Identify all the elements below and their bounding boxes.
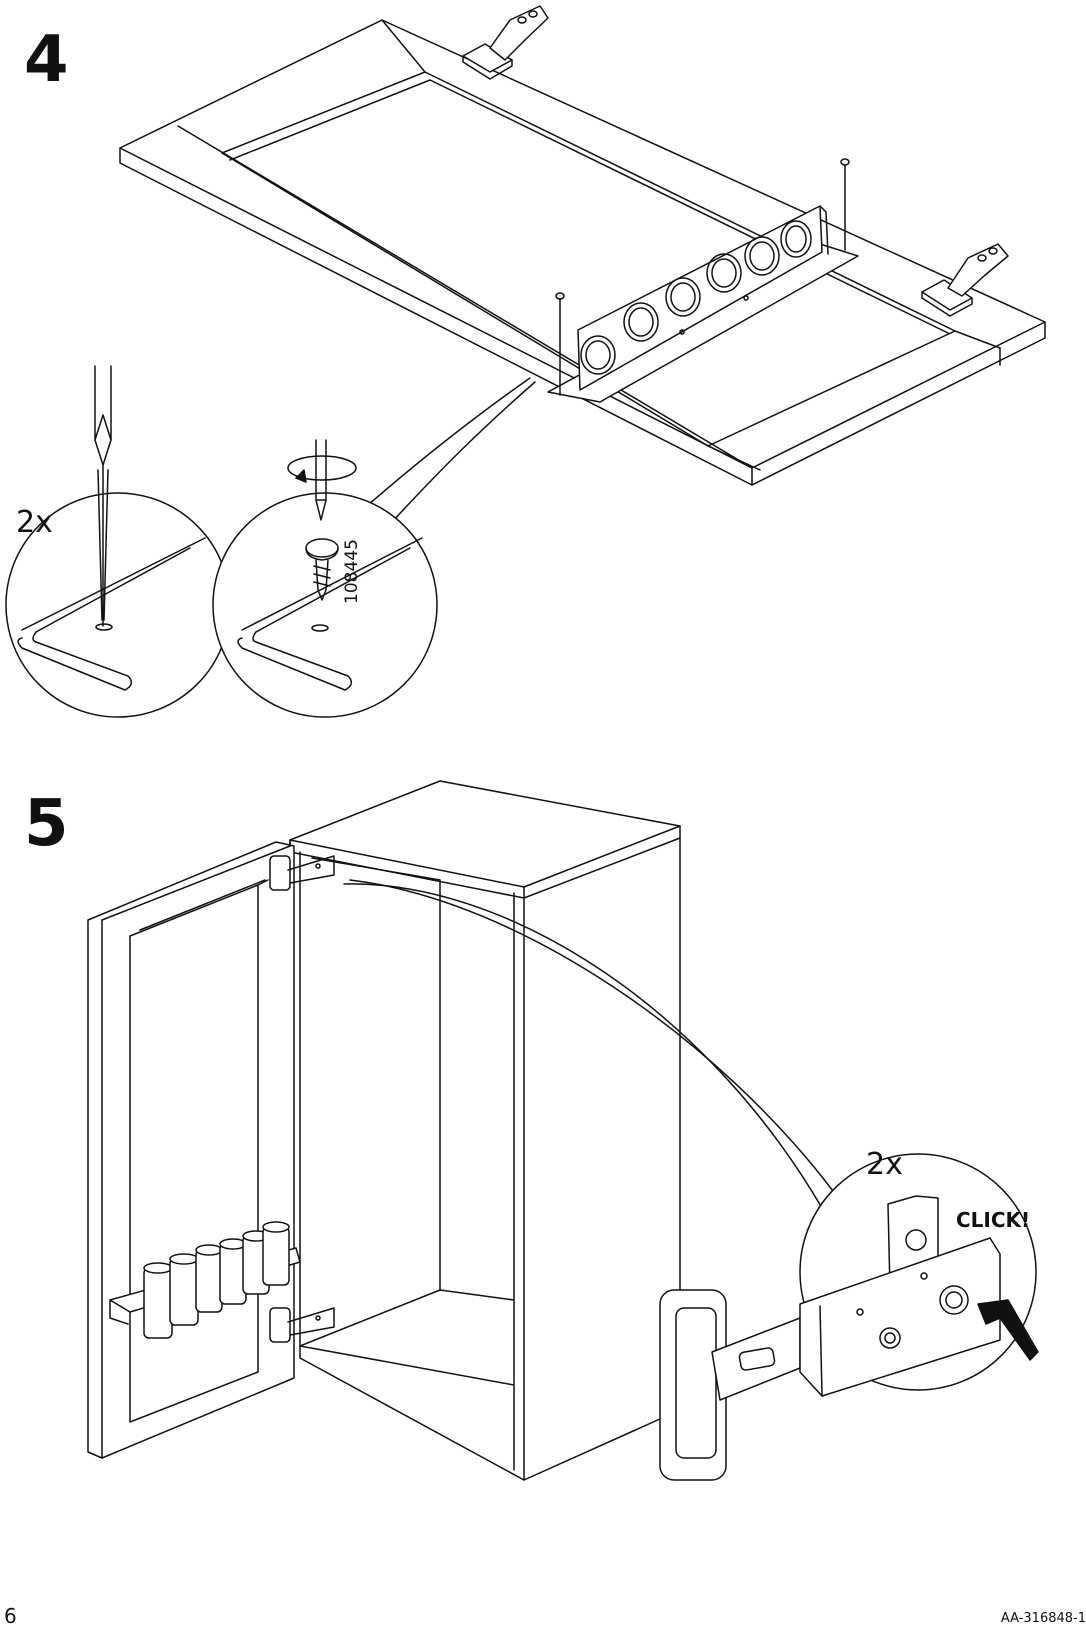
detail-callout-leader (368, 378, 535, 522)
step-5-quantity: 2x (866, 1150, 903, 1180)
movement-arrow (344, 880, 836, 1208)
step-4-number: 4 (24, 28, 69, 92)
click-label: CLICK! (956, 1210, 1030, 1230)
rotate-arrow-icon (288, 456, 356, 482)
step-5-number: 5 (24, 792, 69, 856)
page-number: 6 (4, 1606, 17, 1626)
cabinet (290, 781, 680, 1480)
detail-circle-screw (213, 493, 437, 717)
cabinet-door (88, 842, 294, 1458)
step-4-quantity: 2x (16, 508, 53, 538)
document-code: AA-316848-1 (1001, 1612, 1086, 1625)
door-panel-flat (120, 20, 1045, 485)
screw-part-number: 108445 (344, 539, 361, 604)
hinge-icon (270, 856, 334, 890)
